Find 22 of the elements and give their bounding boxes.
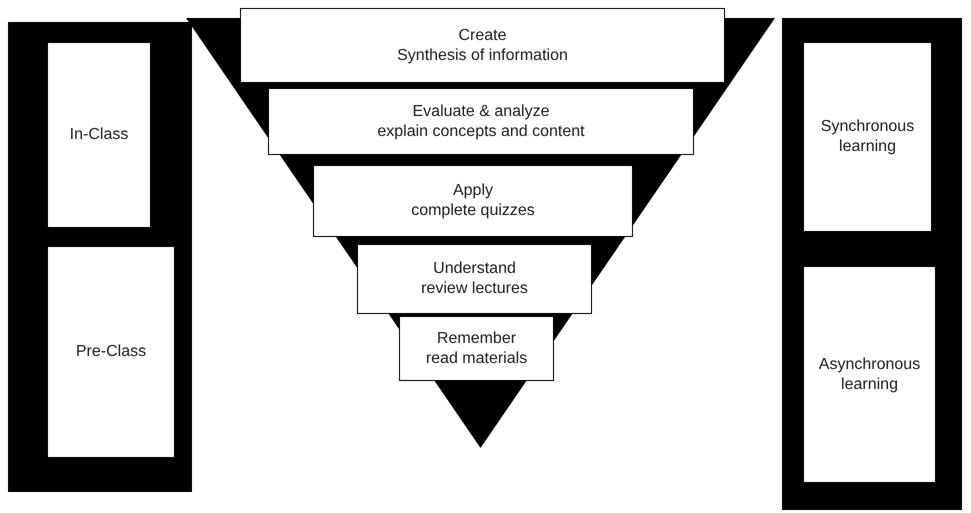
- level-title: Understand: [433, 259, 516, 279]
- level-box: [313, 165, 633, 237]
- level-description: read materials: [426, 348, 528, 368]
- frame-panel: [782, 18, 962, 510]
- level-title: Evaluate & analyze: [412, 102, 550, 122]
- inverted-pyramid: [186, 8, 775, 448]
- phase-label: Pre-Class: [47, 246, 175, 458]
- level-description: complete quizzes: [411, 201, 535, 221]
- level-description: Synthesis of information: [397, 46, 568, 66]
- level-title: Create: [458, 26, 507, 46]
- level-description: review lectures: [421, 279, 528, 299]
- level-box: [268, 88, 694, 155]
- level-box: [357, 244, 592, 314]
- level-description: explain concepts and content: [377, 122, 585, 142]
- phase-label: Synchronous learning: [803, 42, 932, 232]
- level-title: Apply: [452, 181, 494, 201]
- phase-label: Asynchronous learning: [803, 266, 936, 483]
- frame-panel: [8, 22, 192, 492]
- level-title: Remember: [436, 328, 516, 348]
- phase-label: In-Class: [47, 42, 151, 228]
- level-box: [240, 8, 725, 83]
- level-box: [399, 316, 554, 381]
